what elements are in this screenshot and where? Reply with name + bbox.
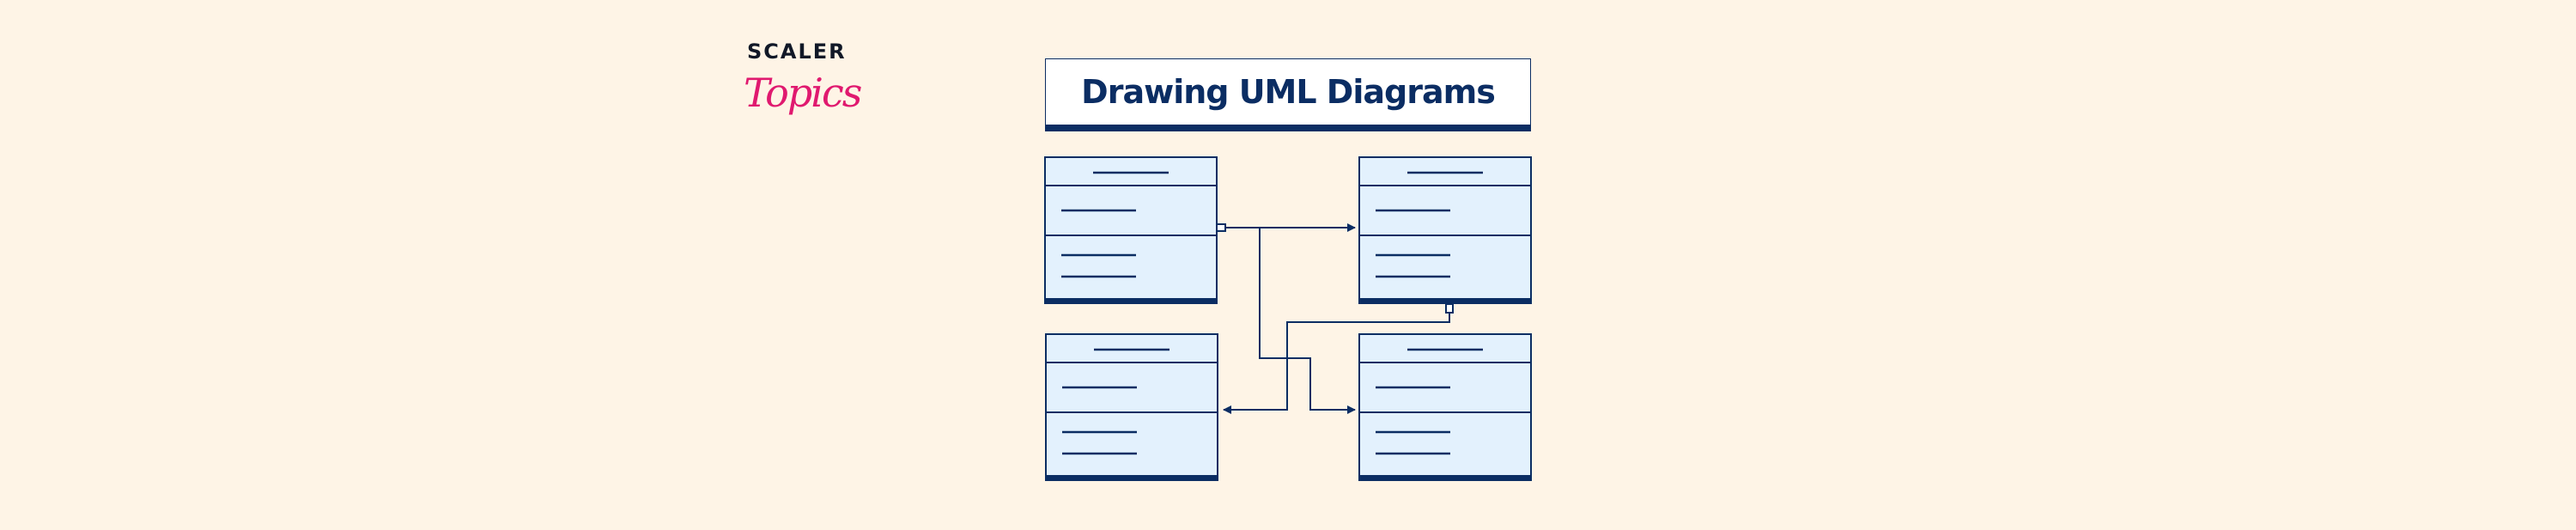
logo-scaler-text: SCALER	[747, 40, 847, 64]
class-box-bottom-bar	[1045, 476, 1218, 481]
association-line-to-bottom-left	[1223, 313, 1450, 414]
class-box-bottom-bar	[1044, 299, 1218, 304]
logo-topics-text: Topics	[744, 70, 862, 116]
scaler-topics-logo: SCALER Topics	[744, 40, 862, 130]
title-box: Drawing UML Diagrams	[1045, 58, 1531, 131]
connectors	[1216, 223, 1454, 414]
class-box-bottom-right	[1358, 333, 1532, 481]
class-box-top-left	[1044, 156, 1218, 304]
class-box-body	[1045, 333, 1218, 477]
class-box-body	[1358, 156, 1532, 300]
association-line-to-bottom-right	[1259, 228, 1356, 414]
class-box-body	[1358, 333, 1532, 477]
diagram-title: Drawing UML Diagrams	[1081, 73, 1496, 111]
aggregation-square-left	[1216, 223, 1226, 232]
uml-diagram	[1044, 156, 1532, 481]
class-box-bottom-bar	[1358, 299, 1532, 304]
aggregation-square-top-right	[1445, 303, 1454, 314]
class-box-top-right	[1358, 156, 1532, 304]
class-box-bottom-bar	[1358, 476, 1532, 481]
class-box-bottom-left	[1045, 333, 1218, 481]
